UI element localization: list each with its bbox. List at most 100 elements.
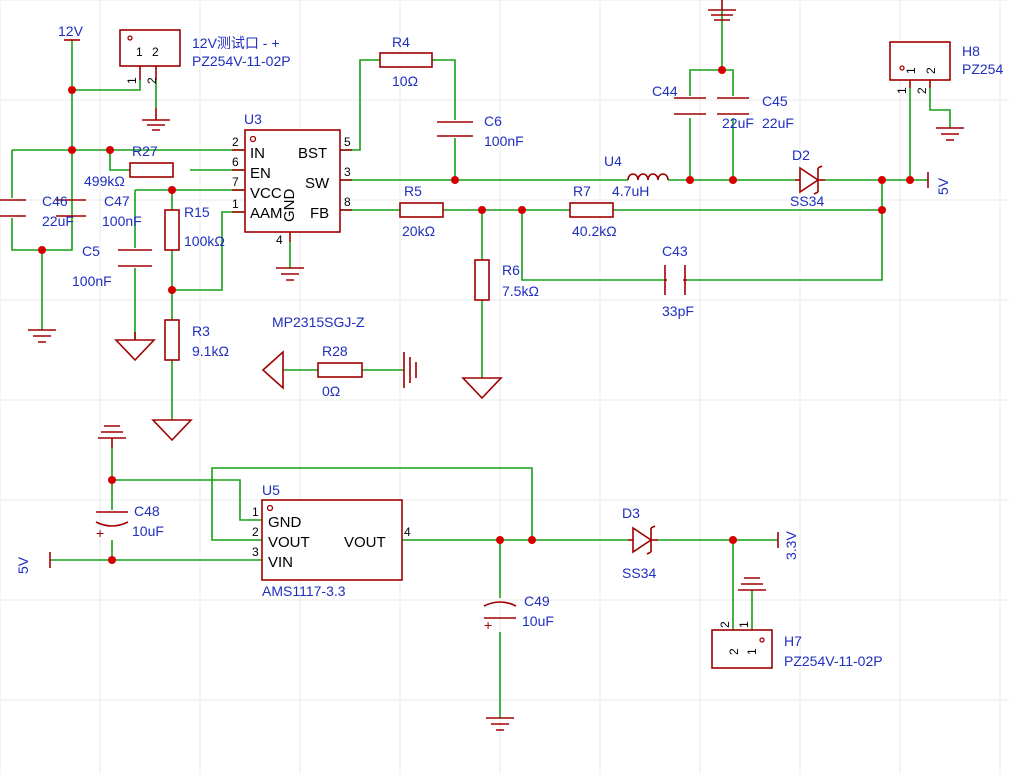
svg-text:2: 2 [915,87,929,94]
svg-text:C6: C6 [484,113,502,129]
svg-text:22uF: 22uF [762,115,794,131]
net-5v-out-label: 5V [935,177,951,195]
connector-h7[interactable]: 2 1 2 1 H7 PZ254V-11-02P [711,621,883,669]
connector-h7-name: H7 [784,633,802,649]
capacitor-c48[interactable]: + C48 10uF [95,503,164,541]
svg-text:R4: R4 [392,34,410,50]
svg-text:3: 3 [252,545,259,559]
svg-text:2: 2 [727,648,741,655]
svg-text:VOUT: VOUT [344,534,386,551]
svg-text:3: 3 [344,165,351,179]
svg-text:U4: U4 [604,153,622,169]
capacitor-c44[interactable]: C44 22uF [652,83,754,131]
capacitor-c45[interactable]: C45 22uF [717,93,794,131]
ground-triangle-icon [114,332,156,362]
connector-h8[interactable]: 1 2 1 2 H8 PZ254 [889,41,1003,94]
svg-text:0Ω: 0Ω [322,383,340,399]
resistor-r27[interactable]: R27 499kΩ [84,143,174,189]
diode-d3[interactable]: D3 SS34 [622,505,658,581]
u3-part: MP2315SGJ-Z [272,314,365,330]
capacitor-c43[interactable]: C43 33pF [662,243,694,319]
svg-text:1: 1 [745,648,759,655]
resistor-r7[interactable]: R7 40.2kΩ [569,183,617,239]
svg-text:C44: C44 [652,83,678,99]
svg-text:33pF: 33pF [662,303,694,319]
ground-symbols [28,0,964,731]
svg-text:C43: C43 [662,243,688,259]
resistor-r3[interactable]: R3 9.1kΩ [164,319,229,361]
svg-text:BST: BST [298,145,327,162]
connector-test12v[interactable]: 1 2 1 2 12V测试口 - + PZ254V-11-02P [119,29,291,84]
svg-text:VIN: VIN [268,554,293,571]
ground-icon [403,352,417,388]
net-3v3-label: 3.3V [783,531,799,560]
capacitor-c46[interactable]: C46 22uF [0,193,86,229]
ground-icon [98,425,126,448]
svg-text:2: 2 [252,525,259,539]
svg-text:1: 1 [125,77,139,84]
svg-text:C46: C46 [42,193,68,209]
svg-text:R7: R7 [573,183,591,199]
resistor-r6[interactable]: R6 7.5kΩ [474,259,539,301]
ground-triangle-icon [461,377,503,400]
svg-text:10uF: 10uF [132,523,164,539]
ic-u5[interactable]: 1 2 3 4 GND VOUT VIN VOUT U5 AMS1117-3.3 [252,482,411,599]
u5-part: AMS1117-3.3 [262,583,346,599]
u5-ref: U5 [262,482,280,498]
svg-text:100nF: 100nF [72,273,112,289]
ic-u3[interactable]: 2 6 7 1 5 3 8 4 IN EN VCC AAM BST SW FB … [232,111,365,330]
svg-text:R3: R3 [192,323,210,339]
svg-text:SS34: SS34 [790,193,824,209]
svg-text:1: 1 [737,621,751,628]
connector-h8-name: H8 [962,43,980,59]
svg-text:2: 2 [152,45,159,59]
svg-text:8: 8 [344,195,351,209]
inductor-u4[interactable]: U4 4.7uH [604,153,669,199]
svg-text:22uF: 22uF [42,213,74,229]
svg-text:100nF: 100nF [484,133,524,149]
svg-text:EN: EN [250,165,271,182]
svg-text:6: 6 [232,155,239,169]
svg-text:1: 1 [232,197,239,211]
capacitor-c6[interactable]: C6 100nF [437,113,524,149]
net-12v-label: 12V [58,23,84,39]
net-labels: 12V 5V 5V 3.3V [15,23,951,574]
svg-text:100kΩ: 100kΩ [184,233,225,249]
diode-d2[interactable]: D2 SS34 [790,147,825,209]
svg-text:R6: R6 [502,262,520,278]
connector-h7-part: PZ254V-11-02P [784,653,883,669]
capacitor-c47: C47 100nF [102,193,142,229]
svg-text:7: 7 [232,175,239,189]
svg-text:AAM: AAM [250,205,283,222]
ground-icon [936,127,964,141]
svg-text:2: 2 [924,67,938,74]
resistor-r5[interactable]: R5 20kΩ [399,183,444,239]
svg-text:C47: C47 [104,193,130,209]
svg-text:SS34: SS34 [622,565,656,581]
u3-ref: U3 [244,111,262,127]
ground-icon [486,717,514,731]
resistor-r28[interactable]: R28 0Ω [317,343,363,399]
svg-text:C45: C45 [762,93,788,109]
svg-text:499kΩ: 499kΩ [84,173,125,189]
svg-text:2: 2 [232,135,239,149]
svg-text:D2: D2 [792,147,810,163]
svg-text:2: 2 [145,77,159,84]
svg-text:R5: R5 [404,183,422,199]
svg-text:4.7uH: 4.7uH [612,183,649,199]
wires-ldo [50,448,778,718]
svg-text:10uF: 10uF [522,613,554,629]
capacitor-c5[interactable]: C5 100nF [72,243,152,289]
svg-text:22uF: 22uF [722,115,754,131]
svg-text:1: 1 [252,505,259,519]
resistor-r15[interactable]: R15 100kΩ [164,204,225,251]
capacitor-c49[interactable]: + C49 10uF [483,593,554,633]
svg-text:GND: GND [281,189,298,223]
resistor-r4[interactable]: R4 10Ω [379,34,433,89]
ground-triangle-icon [151,419,193,442]
ground-icon [276,267,304,281]
svg-text:1: 1 [136,45,143,59]
